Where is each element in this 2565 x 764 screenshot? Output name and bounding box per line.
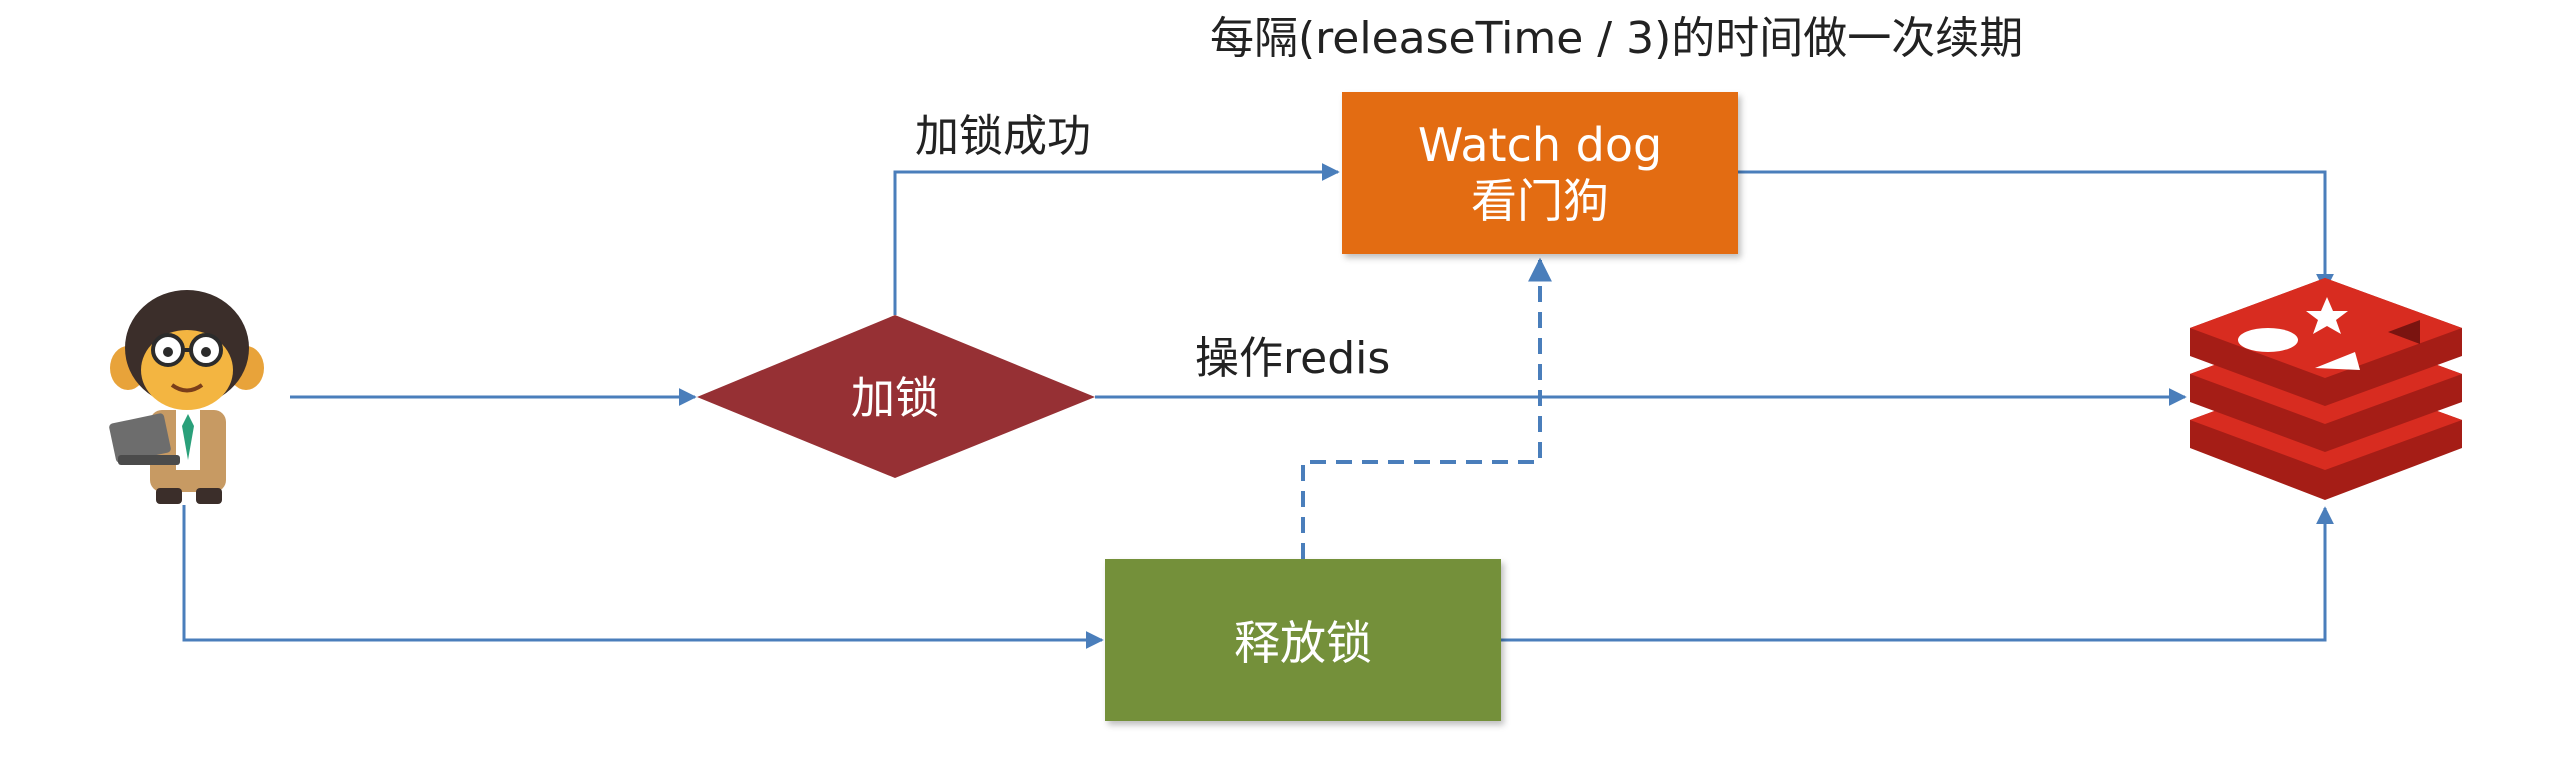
monkey-user-icon [109, 290, 264, 504]
renewal-interval-note: 每隔(releaseTime / 3)的时间做一次续期 [1210, 13, 2024, 64]
lock-diamond [697, 315, 1095, 478]
arrow-lock-to-watchdog [893, 163, 1340, 315]
arrow-release-to-watchdog-dashed [1301, 257, 1552, 559]
operate-redis-label: 操作redis [1195, 333, 1391, 384]
release-lock-node: 释放锁 [1105, 559, 1501, 721]
lock-node-label: 加锁 [851, 373, 939, 424]
release-lock-label: 释放锁 [1234, 616, 1372, 670]
redis-icon [2190, 278, 2462, 500]
arrow-user-to-release [182, 505, 1104, 649]
arrow-watchdog-to-redis [1738, 170, 2334, 292]
watchdog-subtitle: 看门狗 [1471, 174, 1609, 228]
lock-success-label: 加锁成功 [915, 111, 1091, 162]
watchdog-title: Watch dog [1417, 118, 1663, 172]
watchdog-node: Watch dog 看门狗 [1342, 92, 1738, 254]
arrow-release-to-redis [1501, 506, 2334, 642]
